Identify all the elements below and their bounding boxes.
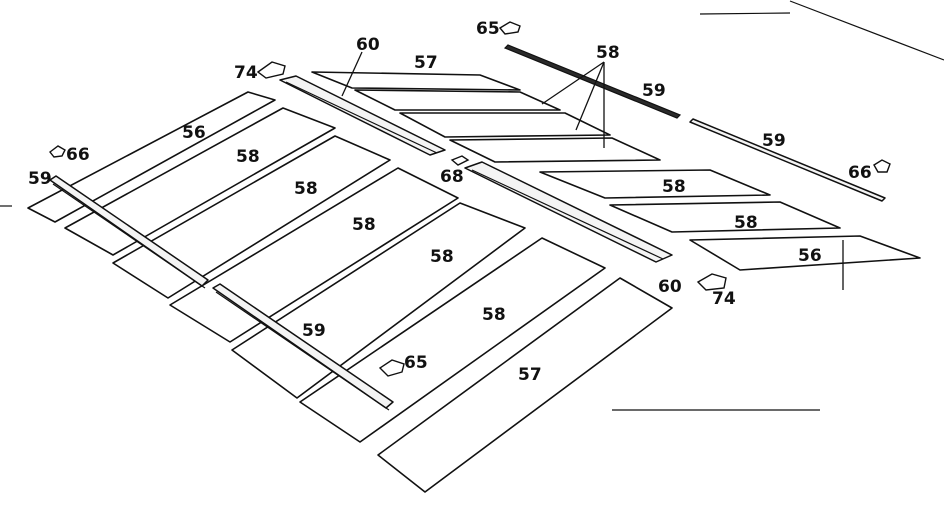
leader-58-a xyxy=(541,61,605,105)
label-59-bottom: 59 xyxy=(302,321,326,341)
label-58-e: 58 xyxy=(482,305,506,325)
rail-60-top xyxy=(279,75,446,156)
label-58-top: 58 xyxy=(596,43,620,63)
label-56-left: 56 xyxy=(182,123,206,143)
panel-58-top-1 xyxy=(354,89,561,111)
rail-59-top-a xyxy=(503,44,682,119)
rail-60-top-ridge xyxy=(285,81,438,154)
part-66-left xyxy=(49,145,66,158)
part-74-left xyxy=(256,61,286,79)
label-74-right: 74 xyxy=(712,289,736,309)
part-65-bottom xyxy=(378,359,405,377)
rail-59-left-upper-edge xyxy=(52,183,206,289)
label-58-d: 58 xyxy=(430,247,454,267)
label-66-right: 66 xyxy=(848,163,872,183)
rail-60-bottom-ridge xyxy=(471,169,664,260)
label-59-top-a: 59 xyxy=(642,81,666,101)
label-57-top: 57 xyxy=(414,53,438,73)
part-68 xyxy=(450,155,470,166)
label-58-right-b: 58 xyxy=(734,213,758,233)
panel-58-top-2 xyxy=(399,112,611,138)
label-59-top-b: 59 xyxy=(762,131,786,151)
label-56-right: 56 xyxy=(798,246,822,266)
panel-58-right-2 xyxy=(609,201,841,233)
scan-line-top-right xyxy=(699,12,791,15)
panel-58-right-1 xyxy=(539,169,771,199)
label-58-b: 58 xyxy=(294,179,318,199)
label-59-left: 59 xyxy=(28,169,52,189)
label-74-left: 74 xyxy=(234,63,258,83)
panel-58-left-2 xyxy=(112,135,391,299)
label-58-c: 58 xyxy=(352,215,376,235)
scan-line-corner xyxy=(789,0,944,61)
label-65-bottom: 65 xyxy=(404,353,428,373)
panel-56-left xyxy=(27,91,276,223)
panel-58-top-3 xyxy=(449,137,661,163)
rail-59-top-b xyxy=(689,118,886,202)
part-74-right xyxy=(696,273,727,291)
panel-57-top xyxy=(311,71,521,91)
part-65-top xyxy=(498,21,521,35)
panel-56-right xyxy=(689,235,921,271)
label-68: 68 xyxy=(440,167,464,187)
panel-58-left-1 xyxy=(64,107,336,256)
label-58-right-a: 58 xyxy=(662,177,686,197)
panel-57-left xyxy=(377,277,673,493)
part-66-right xyxy=(873,159,891,173)
leader-58-b xyxy=(575,61,605,131)
rail-60-bottom xyxy=(464,161,673,263)
label-60-top: 60 xyxy=(356,35,380,55)
label-57-bottom: 57 xyxy=(518,365,542,385)
label-66-left: 66 xyxy=(66,145,90,165)
label-60-bottom: 60 xyxy=(658,277,682,297)
label-65-top: 65 xyxy=(476,19,500,39)
label-58-a: 58 xyxy=(236,147,260,167)
leader-60-top xyxy=(341,51,363,97)
rail-59-left-lower-edge xyxy=(215,291,390,411)
